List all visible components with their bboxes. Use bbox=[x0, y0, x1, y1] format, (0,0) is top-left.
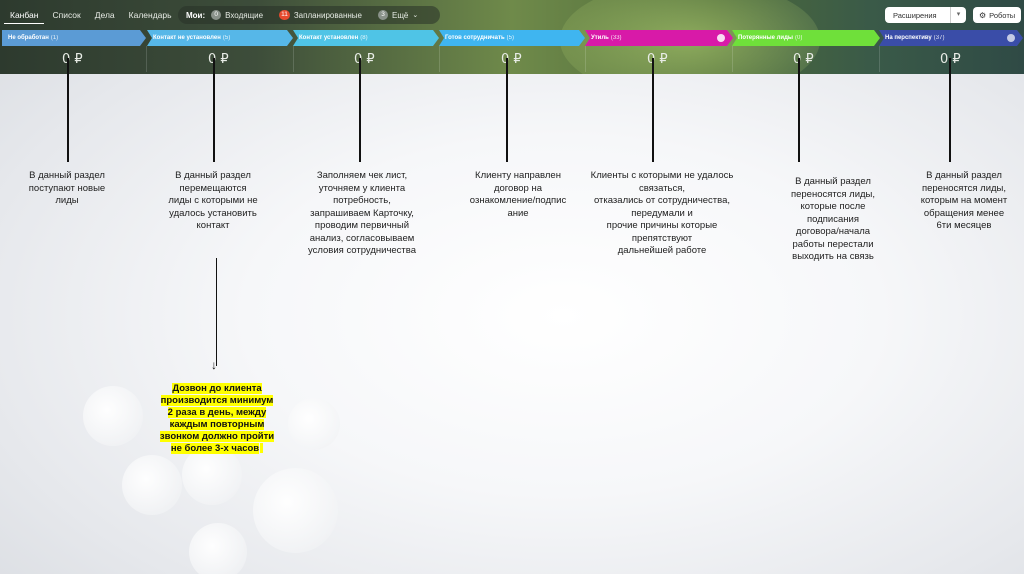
my-filters: Мои: 0 Входящие 11 Запланированные 3 Ещё… bbox=[178, 6, 440, 24]
more-filter[interactable]: Ещё bbox=[392, 10, 409, 20]
stage-count: (8) bbox=[360, 35, 368, 41]
robots-label: Роботы bbox=[989, 10, 1016, 20]
stage-description: В данный раздел переносятся лиды, которы… bbox=[920, 170, 1008, 231]
stage-description: Клиенту направлен договор на ознакомлени… bbox=[469, 170, 567, 219]
robots-button[interactable]: ⚙ Роботы bbox=[973, 7, 1021, 23]
decor-bubble bbox=[253, 468, 338, 553]
stage-sum: 0 ₽ bbox=[62, 52, 83, 67]
stage-count: (33) bbox=[610, 35, 622, 41]
decor-bubble bbox=[83, 386, 143, 446]
stage-description: Заполняем чек лист, уточняем у клиента п… bbox=[307, 170, 416, 256]
column-divider bbox=[146, 46, 147, 72]
extensions-label: Расширения bbox=[893, 10, 937, 20]
decor-bubble bbox=[182, 445, 242, 505]
callback-rule-note: Дозвон до клиента производится минимум 2… bbox=[150, 383, 284, 455]
stage-menu-icon[interactable] bbox=[717, 34, 725, 42]
planned-filter[interactable]: Запланированные bbox=[293, 10, 362, 20]
tab-list[interactable]: Список bbox=[52, 10, 81, 20]
annotation-arrow-line bbox=[216, 258, 217, 366]
chevron-down-icon[interactable]: ▾ bbox=[950, 7, 966, 23]
stage-name: Утиль bbox=[591, 35, 609, 41]
stage-lost[interactable]: Потерянные лиды(0) bbox=[732, 30, 880, 46]
extensions-button[interactable]: Расширения ▾ bbox=[885, 7, 966, 23]
tab-kanban[interactable]: Канбан bbox=[4, 7, 45, 24]
column-divider bbox=[439, 46, 440, 72]
stage-sum: 0 ₽ bbox=[208, 52, 229, 67]
annotation-line bbox=[949, 58, 951, 162]
stage-contact-made[interactable]: Контакт установлен(8) bbox=[293, 30, 439, 46]
note-text: Дозвон до клиента производится минимум 2… bbox=[159, 383, 275, 454]
decor-bubble bbox=[122, 455, 182, 515]
stage-description: Клиенты с которыми не удалось связаться,… bbox=[590, 170, 734, 256]
stage-count: (0) bbox=[795, 35, 803, 41]
annotation-line bbox=[652, 58, 654, 162]
stage-description: В данный раздел поступают новые лиды bbox=[28, 170, 106, 206]
stage-count: (5) bbox=[222, 35, 231, 41]
stage-count: (5) bbox=[506, 35, 514, 41]
stage-sum: 0 ₽ bbox=[354, 52, 375, 67]
stage-count: (37) bbox=[933, 35, 945, 41]
stage-ready[interactable]: Готов сотрудничать(5) bbox=[439, 30, 585, 46]
column-divider bbox=[585, 46, 586, 72]
annotation-line bbox=[359, 58, 361, 162]
column-divider bbox=[732, 46, 733, 72]
stage-new[interactable]: Не обработан(1) bbox=[2, 30, 146, 46]
column-divider bbox=[293, 46, 294, 72]
planned-count: 11 bbox=[279, 10, 290, 20]
stage-name: Контакт не установлен bbox=[153, 35, 221, 41]
tab-activities[interactable]: Дела bbox=[94, 10, 115, 20]
gear-icon: ⚙ bbox=[979, 10, 987, 20]
chevron-down-icon[interactable]: ⌄ bbox=[412, 12, 419, 19]
annotation-line bbox=[67, 58, 69, 162]
stage-no-contact[interactable]: Контакт не установлен(5) bbox=[147, 30, 293, 46]
column-divider bbox=[879, 46, 880, 72]
incoming-count: 0 bbox=[211, 10, 222, 20]
stage-sum: 0 ₽ bbox=[793, 52, 814, 67]
arrow-down-icon: ↓ bbox=[211, 358, 217, 372]
tab-calendar[interactable]: Календарь bbox=[128, 10, 172, 20]
text-cursor bbox=[260, 443, 264, 454]
view-tabs: Канбан Список Дела Календарь bbox=[4, 6, 180, 24]
stage-name: Готов сотрудничать bbox=[445, 35, 505, 41]
my-label: Мои: bbox=[186, 10, 206, 20]
stage-junk[interactable]: Утиль(33) bbox=[585, 30, 733, 46]
stage-sum: 0 ₽ bbox=[647, 52, 668, 67]
stage-menu-icon[interactable] bbox=[1007, 34, 1015, 42]
annotation-line bbox=[798, 58, 800, 162]
more-count: 3 bbox=[378, 10, 388, 20]
stage-count: (1) bbox=[50, 35, 59, 41]
decor-bubble bbox=[189, 523, 247, 574]
decor-bubble bbox=[288, 398, 340, 450]
kanban-toolbar: Канбан Список Дела Календарь Мои: 0 Вход… bbox=[0, 0, 1024, 74]
incoming-filter[interactable]: Входящие bbox=[225, 10, 264, 20]
annotation-line bbox=[213, 58, 215, 162]
stage-name: Потерянные лиды bbox=[738, 35, 793, 41]
stage-name: Не обработан bbox=[8, 35, 49, 41]
stage-description: В данный раздел перемещаются лиды с кото… bbox=[168, 170, 258, 231]
stage-name: На перспективу bbox=[885, 35, 932, 41]
stage-description: В данный раздел переносятся лиды, которы… bbox=[790, 176, 876, 262]
stage-name: Контакт установлен bbox=[299, 35, 359, 41]
annotation-line bbox=[506, 58, 508, 162]
stage-sum: 0 ₽ bbox=[501, 52, 522, 67]
stage-prospect[interactable]: На перспективу(37) bbox=[879, 30, 1023, 46]
